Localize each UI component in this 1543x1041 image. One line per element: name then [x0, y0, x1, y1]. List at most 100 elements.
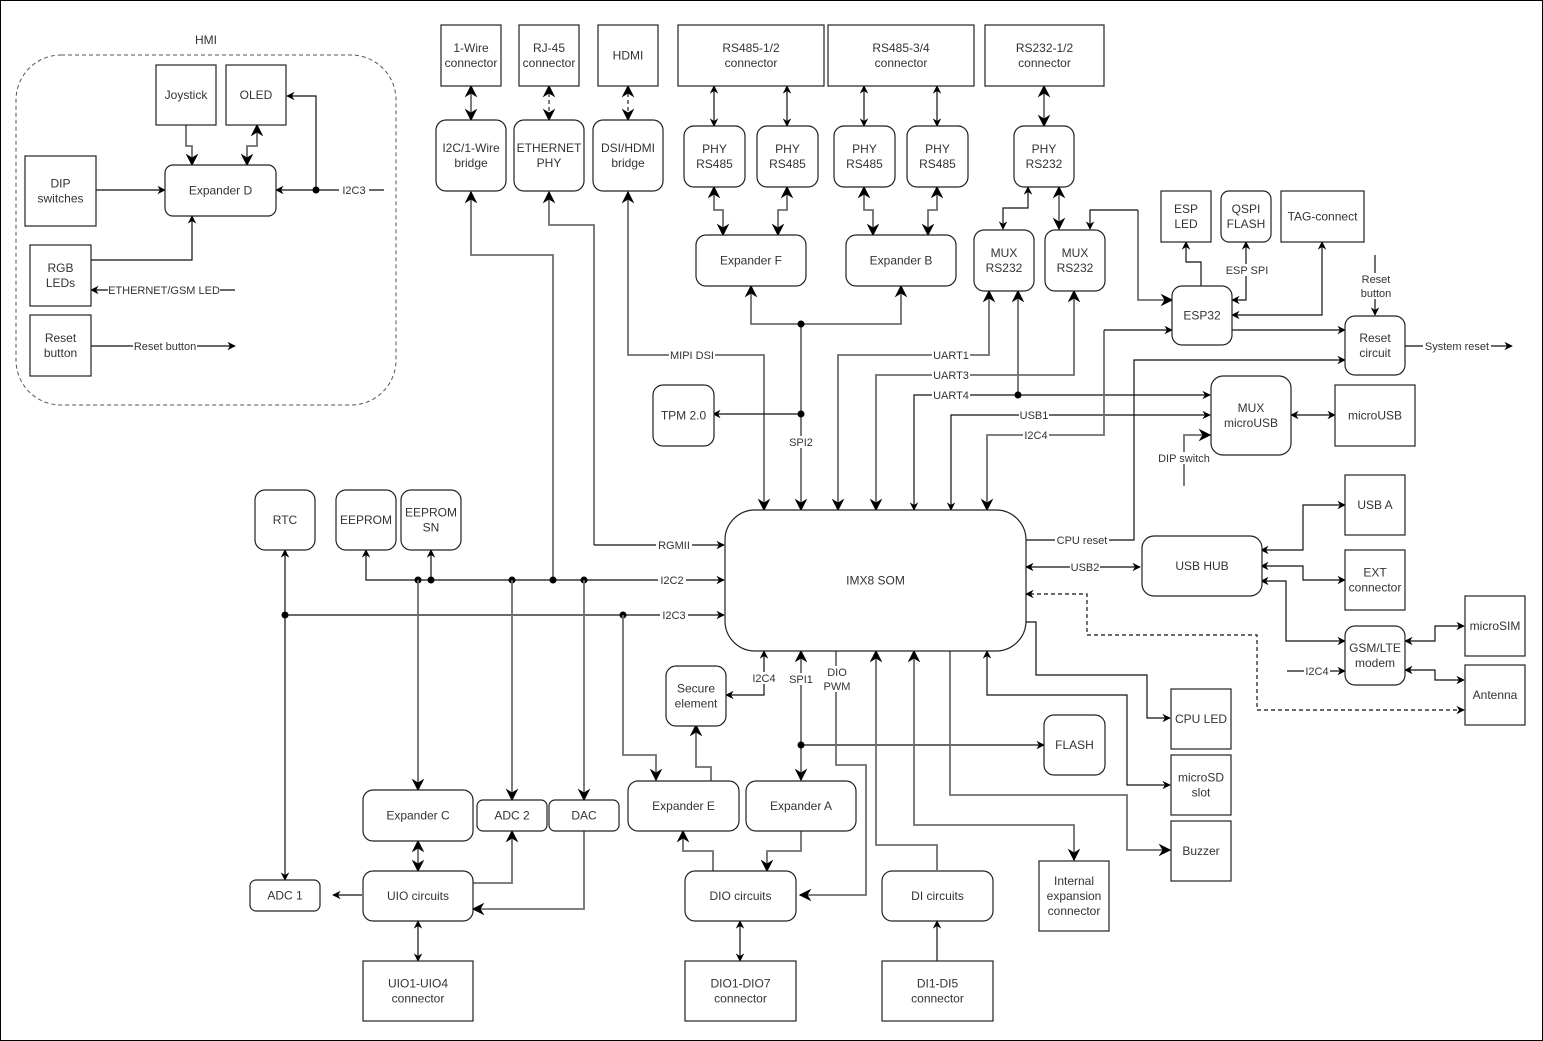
block-label: DAC — [571, 809, 597, 823]
tag-connect: TAG-connect — [1280, 190, 1365, 243]
block-label: connector — [911, 992, 964, 1006]
block-label: Joystick — [165, 88, 209, 102]
wire-esp-mux2 — [1085, 209, 1138, 230]
block-label: connector — [1349, 581, 1402, 595]
block-outline — [1280, 190, 1365, 243]
hdmi: HDMI — [597, 24, 659, 87]
usb-hub: USB HUB — [1141, 535, 1263, 597]
junction — [427, 576, 435, 584]
block-label: element — [675, 697, 718, 711]
block-outline — [362, 960, 474, 1022]
block-label: FLASH — [1227, 217, 1266, 231]
block-outline — [845, 234, 957, 287]
block-label: RS485 — [696, 157, 733, 171]
block-outline — [1344, 315, 1406, 376]
block-label: switches — [37, 192, 83, 206]
block-label: connector — [1048, 904, 1101, 918]
wire-expf-expb — [744, 284, 908, 325]
block-outline — [1141, 535, 1263, 597]
label-reset-button: Reset button — [134, 341, 196, 353]
block-outline — [29, 244, 92, 307]
wire-i2c2 — [361, 549, 725, 585]
expander-b: Expander B — [845, 234, 957, 287]
uio-circuits: UIO circuits — [362, 870, 474, 922]
block-outline — [881, 960, 994, 1022]
block-label: PHY — [925, 142, 950, 156]
wire-i2c3-oled — [286, 91, 317, 190]
block-label: RS485-1/2 — [722, 41, 780, 55]
block-label: Expander E — [652, 799, 715, 813]
wire-modem-sim — [1404, 621, 1465, 646]
block-label: QSPI — [1232, 202, 1261, 216]
wire-i2c2-1wirebridge — [464, 190, 554, 580]
block-outline — [1038, 860, 1110, 932]
block-label: microUSB — [1224, 416, 1278, 430]
block-label: RTC — [273, 513, 298, 527]
block-label: RS485-3/4 — [872, 41, 930, 55]
block-outline — [435, 119, 507, 192]
wire-dio-pwm — [798, 651, 867, 902]
block-label: I2C/1-Wire — [442, 141, 500, 155]
wire-joystick-expd — [185, 125, 199, 167]
block-outline — [1043, 714, 1106, 776]
label-spi2: SPI2 — [789, 437, 813, 449]
block-outline — [906, 125, 969, 188]
junction — [281, 611, 289, 619]
wire-hub-ext — [1260, 561, 1346, 585]
wire-usb1 — [946, 410, 1211, 511]
wire-rgmii-ethphy — [542, 190, 595, 545]
wire-expa-dio — [760, 831, 802, 873]
label-pwm: PWM — [824, 681, 851, 693]
label-eth-gsm-led: ETHERNET/GSM LED — [108, 285, 220, 297]
wire-hub-usba — [1260, 500, 1346, 555]
block-label: MUX — [1238, 401, 1265, 415]
block-outline — [513, 119, 585, 192]
block-label: connector — [1018, 56, 1071, 70]
block-label: Buzzer — [1182, 844, 1219, 858]
block-outline — [362, 870, 474, 922]
block-label: microUSB — [1348, 409, 1402, 423]
block-outline — [695, 234, 807, 287]
wire-tag-connect — [1231, 241, 1327, 320]
label-i2c4-bottom: I2C4 — [752, 673, 775, 685]
junction — [797, 410, 805, 418]
block-label: Antenna — [1473, 688, 1518, 702]
wire-i2c4-secure — [725, 650, 769, 700]
block-label: MUX — [991, 246, 1018, 260]
block-label: connector — [725, 56, 778, 70]
block-label: IMX8 SOM — [846, 574, 905, 588]
block-outline — [1344, 625, 1406, 686]
wire-uart4 — [909, 390, 1211, 511]
wire-uio-adc2 — [473, 829, 519, 884]
block-label: RGB — [47, 261, 73, 275]
block-outline — [684, 960, 797, 1022]
block-label: TPM 2.0 — [661, 409, 707, 423]
block-label: PHY — [1032, 142, 1057, 156]
junction — [797, 320, 805, 328]
block-label: ETHERNET — [517, 141, 582, 155]
dio-circuits: DIO circuits — [684, 870, 797, 922]
block-label: Expander F — [720, 254, 782, 268]
block-outline — [225, 64, 287, 126]
wire-phy-expb-2 — [921, 185, 944, 237]
block-label: Reset — [45, 331, 77, 345]
block-label: PHY — [852, 142, 877, 156]
block-label: USB HUB — [1175, 559, 1228, 573]
block-label: DIO circuits — [709, 889, 771, 903]
wire-rgb-expd — [91, 215, 197, 261]
